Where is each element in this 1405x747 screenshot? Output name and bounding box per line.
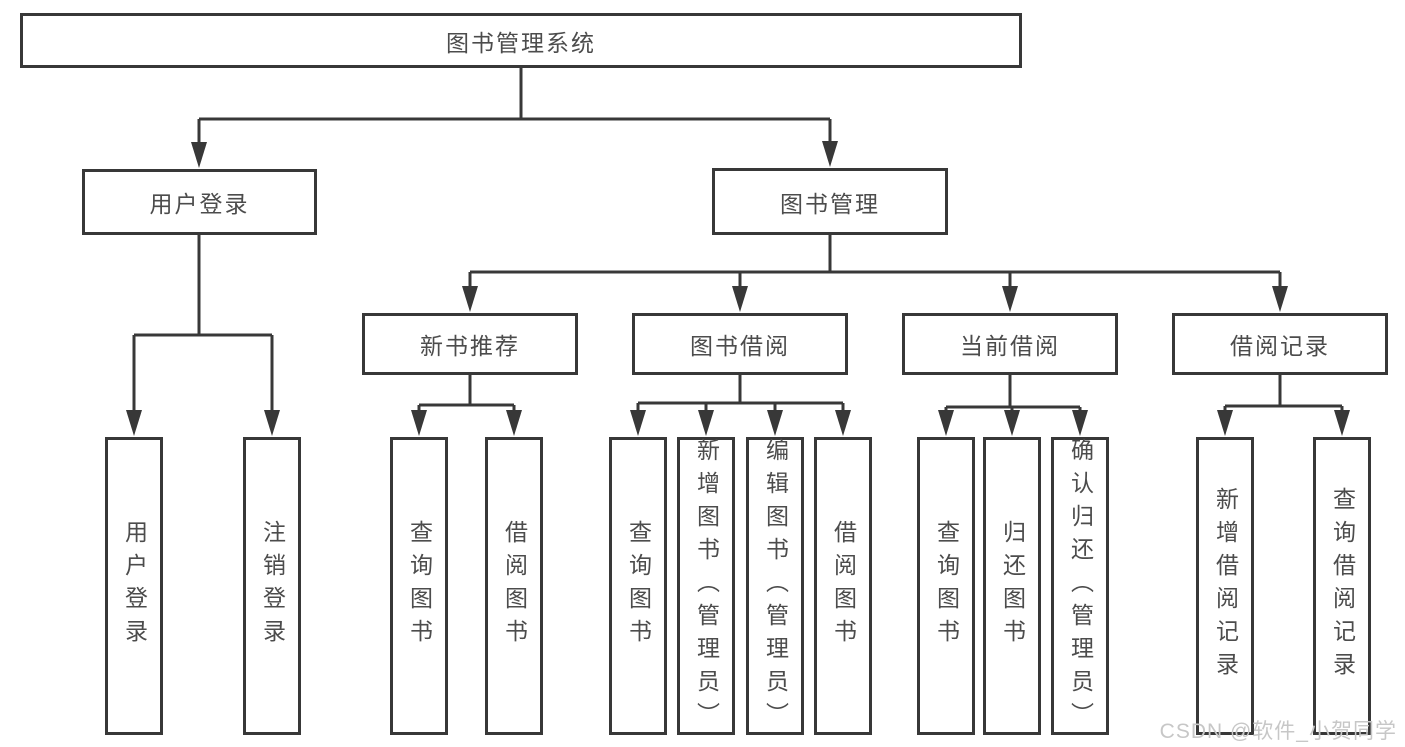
leaf-borrow-books-recommend-label: 借阅图书: [501, 520, 528, 652]
arrow-icon: [938, 410, 954, 436]
watermark: CSDN @软件_小贺同学: [1159, 720, 1397, 743]
arrow-icon: [767, 410, 783, 436]
arrow-icon: [1004, 410, 1020, 436]
node-borrowing-records-label: 借阅记录: [1230, 333, 1330, 359]
leaf-add-books-admin: 新增图书（管理员）: [677, 437, 735, 735]
node-book-management: 图书管理: [712, 168, 948, 235]
leaf-query-books-current-label: 查询图书: [933, 520, 960, 652]
node-new-book-recommendation: 新书推荐: [362, 313, 578, 375]
leaf-borrow-books-recommend: 借阅图书: [485, 437, 543, 735]
node-root: 图书管理系统: [20, 13, 1022, 68]
leaf-edit-books-admin-label: 编辑图书（管理员）: [762, 437, 789, 735]
leaf-user-login-label: 用户登录: [121, 520, 148, 652]
node-user-login-label: 用户登录: [149, 191, 250, 217]
leaf-query-books-recommend: 查询图书: [390, 437, 448, 735]
leaf-confirm-return-admin-label: 确认归还（管理员）: [1067, 437, 1094, 735]
leaf-query-books-current: 查询图书: [917, 437, 975, 735]
leaf-edit-books-admin: 编辑图书（管理员）: [746, 437, 804, 735]
arrow-icon: [191, 142, 207, 168]
arrow-icon: [698, 410, 714, 436]
node-current-borrowing-label: 当前借阅: [960, 333, 1060, 359]
leaf-query-books-recommend-label: 查询图书: [406, 520, 433, 652]
arrow-icon: [822, 141, 838, 167]
arrow-icon: [462, 286, 478, 312]
leaf-return-books-label: 归还图书: [999, 520, 1026, 652]
leaf-add-books-admin-label: 新增图书（管理员）: [693, 437, 720, 735]
arrow-icon: [411, 410, 427, 436]
node-current-borrowing: 当前借阅: [902, 313, 1118, 375]
leaf-add-borrow-record-label: 新增借阅记录: [1212, 487, 1239, 685]
leaf-confirm-return-admin: 确认归还（管理员）: [1051, 437, 1109, 735]
leaf-user-login: 用户登录: [105, 437, 163, 735]
node-root-label: 图书管理系统: [446, 29, 596, 56]
node-book-management-label: 图书管理: [780, 190, 880, 217]
leaf-logout-label: 注销登录: [259, 520, 286, 652]
arrow-icon: [1272, 286, 1288, 312]
leaf-borrow-books-borrowing-label: 借阅图书: [830, 520, 857, 652]
leaf-query-books-borrowing-label: 查询图书: [625, 520, 652, 652]
node-book-borrowing: 图书借阅: [632, 313, 848, 375]
node-borrowing-records: 借阅记录: [1172, 313, 1388, 375]
leaf-query-books-borrowing: 查询图书: [609, 437, 667, 735]
arrow-icon: [1217, 410, 1233, 436]
arrow-icon: [506, 410, 522, 436]
arrow-icon: [1072, 410, 1088, 436]
leaf-borrow-books-borrowing: 借阅图书: [814, 437, 872, 735]
arrow-icon: [1002, 286, 1018, 312]
leaf-logout: 注销登录: [243, 437, 301, 735]
node-new-book-recommendation-label: 新书推荐: [420, 333, 520, 359]
arrow-icon: [630, 410, 646, 436]
arrow-icon: [126, 410, 142, 436]
connector-path: [132, 68, 1344, 414]
arrow-icon: [1334, 410, 1350, 436]
leaf-query-borrow-record: 查询借阅记录: [1313, 437, 1371, 735]
leaf-add-borrow-record: 新增借阅记录: [1196, 437, 1254, 735]
node-user-login: 用户登录: [82, 169, 317, 235]
leaf-query-borrow-record-label: 查询借阅记录: [1329, 487, 1356, 685]
arrow-icon: [732, 286, 748, 312]
arrow-icon: [835, 410, 851, 436]
leaf-return-books: 归还图书: [983, 437, 1041, 735]
arrow-icon: [264, 410, 280, 436]
node-book-borrowing-label: 图书借阅: [690, 333, 790, 359]
